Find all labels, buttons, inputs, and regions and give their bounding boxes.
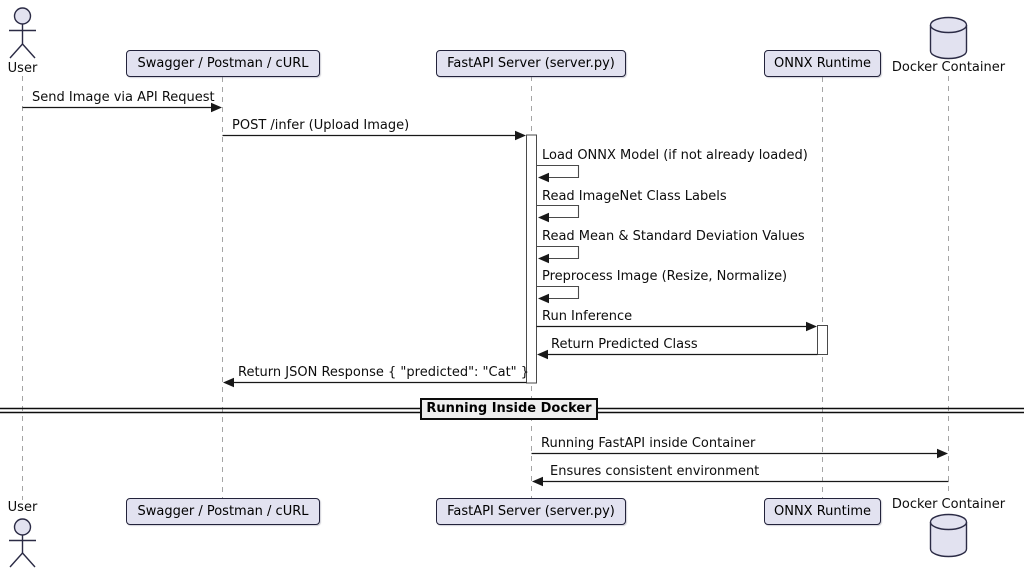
self-message-loops (537, 164, 580, 300)
arrowhead-left (538, 212, 549, 223)
arrowhead-right (515, 130, 526, 141)
message-label-return-json: Return JSON Response { "predicted": "Cat… (238, 365, 530, 380)
user-actor-icon-bottom (9, 518, 36, 568)
message-label-return-predicted: Return Predicted Class (551, 337, 698, 352)
lifelines (22, 76, 949, 500)
self-loop-preprocess (537, 285, 580, 300)
message-label-read-mean: Read Mean & Standard Deviation Values (542, 229, 805, 244)
message-label-preprocess: Preprocess Image (Resize, Normalize) (542, 269, 788, 284)
arrow-return-json (223, 377, 527, 388)
self-loop-load-model (537, 164, 580, 179)
arrow-run-inference (536, 321, 817, 332)
participant-box-swagger-bottom: Swagger / Postman / cURL (126, 498, 320, 525)
arrow-running-fastapi (531, 448, 948, 459)
participant-box-fastapi-top: FastAPI Server (server.py) (436, 50, 626, 77)
participant-box-onnx-top: ONNX Runtime (764, 50, 881, 77)
message-label-send-image: Send Image via API Request (32, 90, 215, 105)
participant-label-docker-bottom: Docker Container (891, 497, 1006, 512)
database-icon-bottom (929, 513, 968, 558)
self-loop-read-mean (537, 245, 580, 260)
arrowhead-right (211, 102, 222, 113)
message-label-read-labels: Read ImageNet Class Labels (542, 189, 727, 204)
message-label-post-infer: POST /infer (Upload Image) (232, 118, 410, 133)
arrow-post-infer (222, 130, 526, 141)
participant-box-fastapi-bottom: FastAPI Server (server.py) (436, 498, 626, 525)
database-icon-top (929, 16, 968, 60)
divider-running-inside-docker: Running Inside Docker (420, 398, 598, 420)
arrowhead-right (937, 448, 948, 459)
message-arrows (22, 102, 949, 487)
arrow-ensures-env (532, 476, 949, 487)
message-label-run-inference: Run Inference (542, 309, 633, 324)
self-loop-arrowheads (538, 172, 549, 304)
arrowhead-left (537, 349, 548, 360)
message-label-load-model: Load ONNX Model (if not already loaded) (542, 148, 808, 163)
message-label-ensures-env: Ensures consistent environment (550, 464, 760, 479)
arrow-return-predicted (537, 349, 818, 360)
arrowhead-left (538, 172, 549, 183)
participant-label-user-bottom: User (7, 500, 38, 515)
participant-box-onnx-bottom: ONNX Runtime (764, 498, 881, 525)
arrowhead-left (532, 476, 543, 487)
activation-bar-fastapi (526, 134, 537, 384)
arrowhead-left (538, 293, 549, 304)
message-label-running-fastapi: Running FastAPI inside Container (541, 436, 756, 451)
user-actor-icon-top (9, 7, 36, 59)
activation-bar-onnx (817, 325, 828, 355)
participant-label-docker-top: Docker Container (891, 60, 1006, 75)
arrowhead-left (223, 377, 234, 388)
arrow-send-image (22, 102, 222, 113)
arrowhead-right (806, 321, 817, 332)
arrowhead-left (538, 253, 549, 264)
participant-box-swagger-top: Swagger / Postman / cURL (126, 50, 320, 77)
self-loop-read-labels (537, 204, 580, 219)
participant-label-user-top: User (7, 61, 38, 76)
